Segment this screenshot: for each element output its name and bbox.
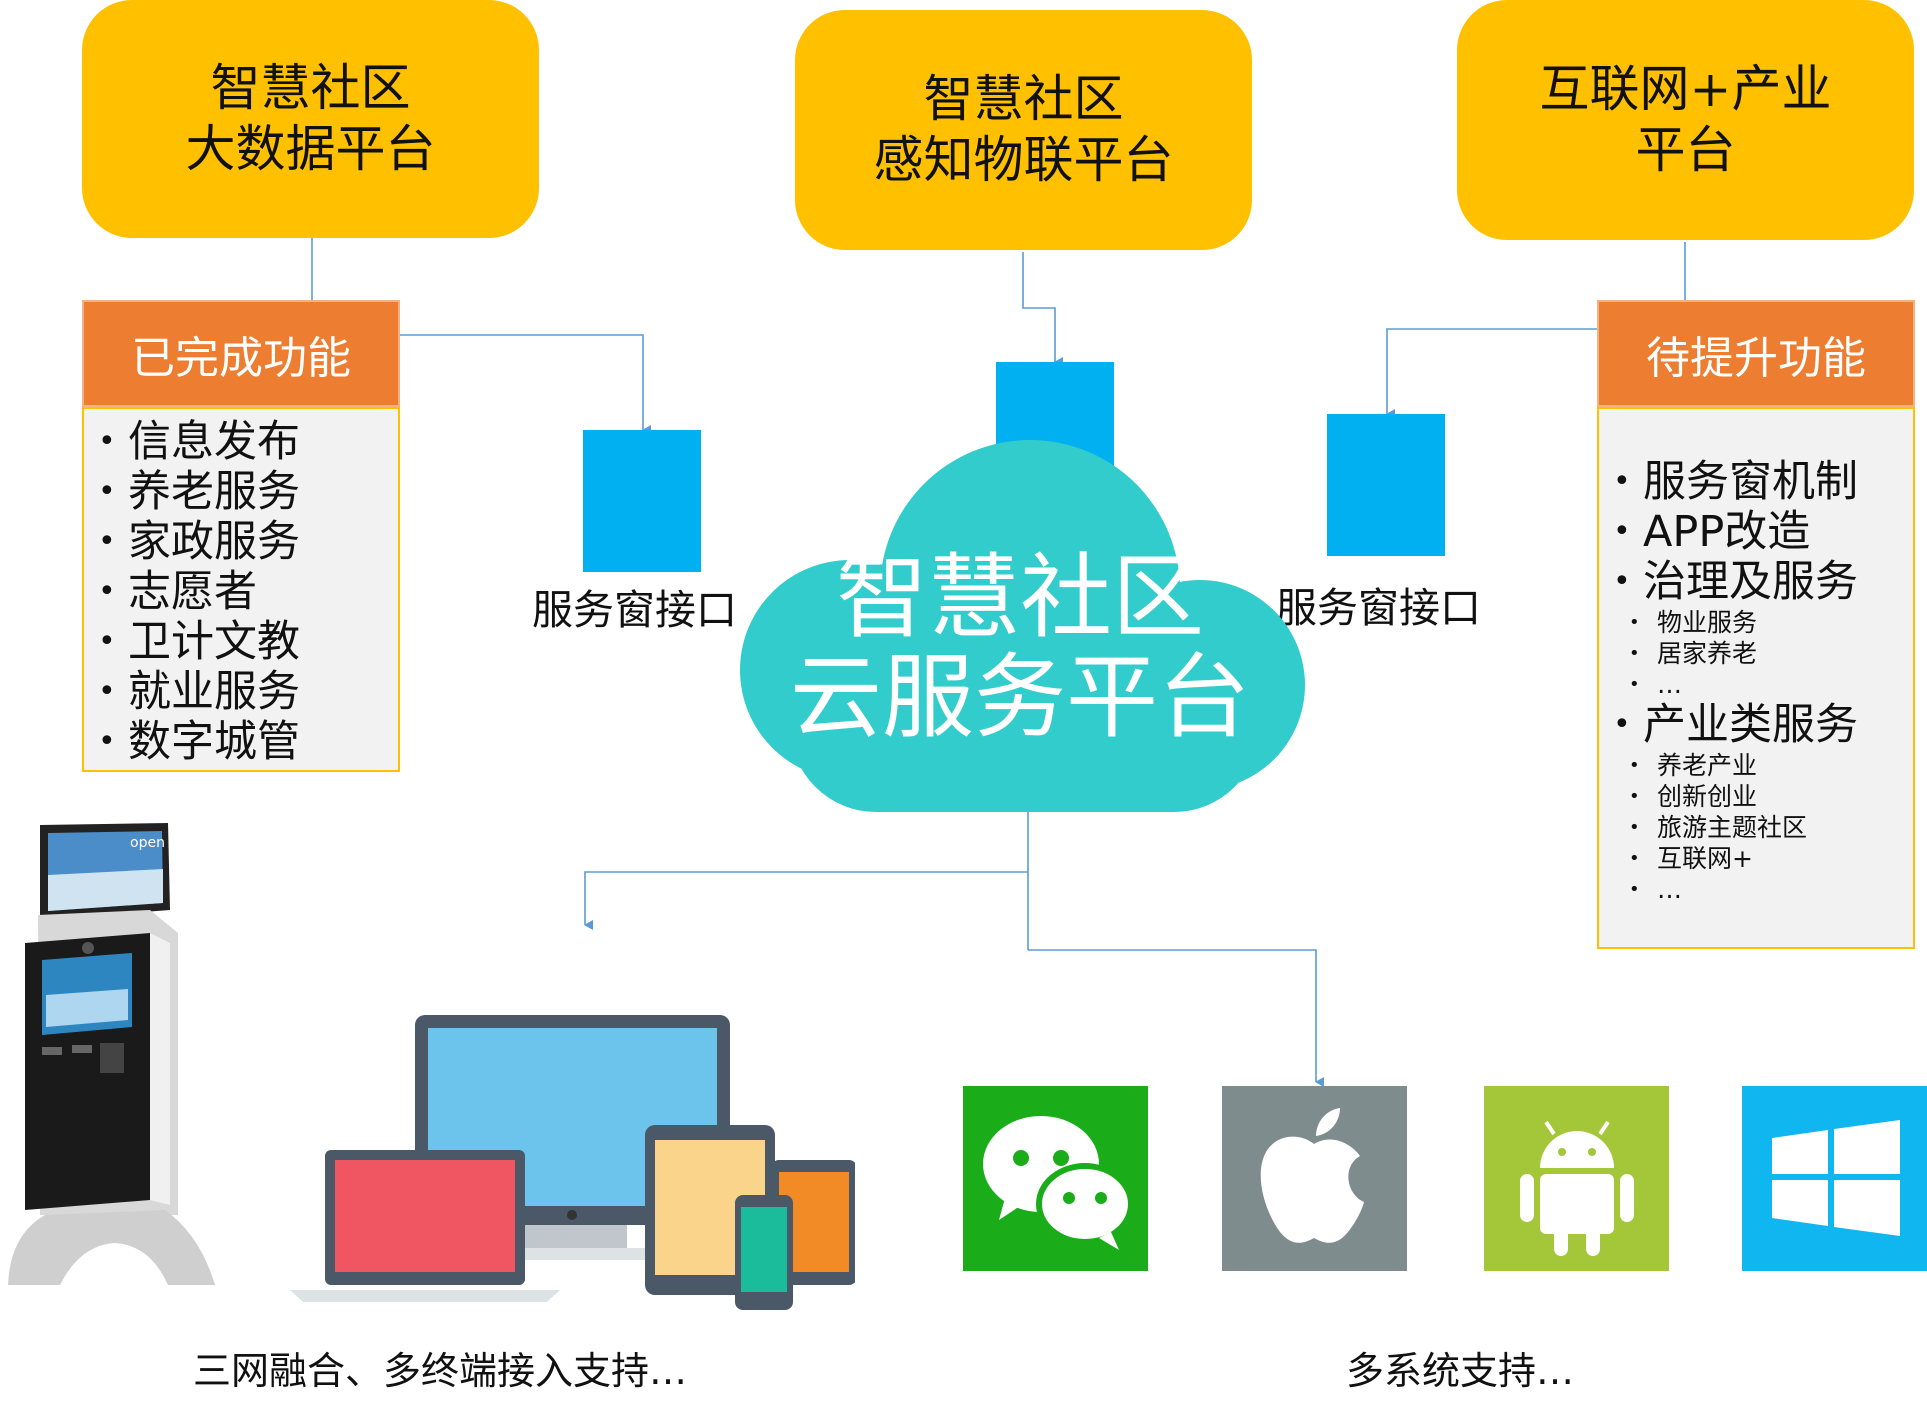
big-data-platform-line2: 大数据平台 xyxy=(185,120,436,178)
pending-features-list: 服务窗机制 APP改造 治理及服务 xyxy=(1599,457,1913,607)
sub-list-item: … xyxy=(1599,874,1913,905)
kiosk-image: open xyxy=(8,823,215,1285)
sub-list-item: … xyxy=(1599,669,1913,700)
pending-features-header: 待提升功能 xyxy=(1597,300,1915,407)
list-item: 卫计文教 xyxy=(84,617,398,667)
governance-sub-list: 物业服务 居家养老 … xyxy=(1599,607,1913,700)
list-item: 服务窗机制 xyxy=(1599,457,1913,507)
systems-caption: 多系统支持… xyxy=(1346,1349,1575,1393)
iot-platform-line2: 感知物联平台 xyxy=(873,131,1174,189)
list-item: 治理及服务 xyxy=(1599,557,1913,607)
list-item: 数字城管 xyxy=(84,717,398,767)
sub-list-item: 旅游主题社区 xyxy=(1599,812,1913,843)
list-item: 产业类服务 xyxy=(1599,700,1913,750)
cloud-shape xyxy=(740,440,1305,812)
cloud-title-line1: 智慧社区 xyxy=(835,544,1204,651)
list-item: 家政服务 xyxy=(84,517,398,567)
apple-icon xyxy=(1222,1086,1407,1271)
sub-list-item: 居家养老 xyxy=(1599,638,1913,669)
left-interface-label: 服务窗接口 xyxy=(532,586,737,634)
big-data-platform-line1: 智慧社区 xyxy=(210,59,411,117)
sub-list-item: 物业服务 xyxy=(1599,607,1913,638)
sub-list-item: 养老产业 xyxy=(1599,750,1913,781)
industry-list: 产业类服务 xyxy=(1599,700,1913,750)
kiosk-screen-text: open xyxy=(130,835,165,851)
list-item: 养老服务 xyxy=(84,467,398,517)
iot-platform-line1: 智慧社区 xyxy=(923,70,1124,128)
line-cloud-to-systems xyxy=(1028,949,1324,1087)
completed-features-list: 信息发布 养老服务 家政服务 志愿者 卫计文教 就业服务 数字城管 xyxy=(84,417,398,767)
list-item: APP改造 xyxy=(1599,507,1913,557)
industry-sub-list: 养老产业 创新创业 旅游主题社区 互联网+ … xyxy=(1599,750,1913,905)
completed-features-panel: 信息发布 养老服务 家政服务 志愿者 卫计文教 就业服务 数字城管 xyxy=(82,407,400,772)
left-interface-block xyxy=(583,430,701,572)
line-iot-to-center-block xyxy=(1022,252,1063,367)
big-data-platform-box: 智慧社区 大数据平台 xyxy=(82,0,539,238)
devices-caption: 三网融合、多终端接入支持… xyxy=(193,1349,688,1393)
android-icon xyxy=(1484,1086,1669,1271)
pending-features-panel: 服务窗机制 APP改造 治理及服务 物业服务 居家养老 … 产业类服务 养老产业… xyxy=(1597,407,1915,949)
devices-image xyxy=(290,1015,855,1310)
internet-industry-platform-line2: 平台 xyxy=(1635,121,1736,179)
list-item: 就业服务 xyxy=(84,667,398,717)
iot-platform-box: 智慧社区 感知物联平台 xyxy=(795,10,1252,250)
windows-icon xyxy=(1742,1086,1927,1271)
internet-industry-platform-box: 互联网+产业 平台 xyxy=(1457,0,1914,240)
sub-list-item: 互联网+ xyxy=(1599,843,1913,874)
line-panel-to-right-interface xyxy=(1386,328,1597,419)
line-cloud-to-devices xyxy=(584,871,1028,930)
line-panel-to-left-interface xyxy=(400,334,651,435)
wechat-icon xyxy=(963,1086,1148,1271)
right-interface-label: 服务窗接口 xyxy=(1276,584,1481,632)
completed-features-header: 已完成功能 xyxy=(82,300,400,407)
cloud-platform-title: 智慧社区 云服务平台 xyxy=(760,548,1280,748)
sub-list-item: 创新创业 xyxy=(1599,781,1913,812)
right-interface-block xyxy=(1327,414,1445,556)
cloud-title-line2: 云服务平台 xyxy=(789,644,1250,751)
list-item: 信息发布 xyxy=(84,417,398,467)
list-item: 志愿者 xyxy=(84,567,398,617)
internet-industry-platform-line1: 互联网+产业 xyxy=(1539,60,1832,118)
